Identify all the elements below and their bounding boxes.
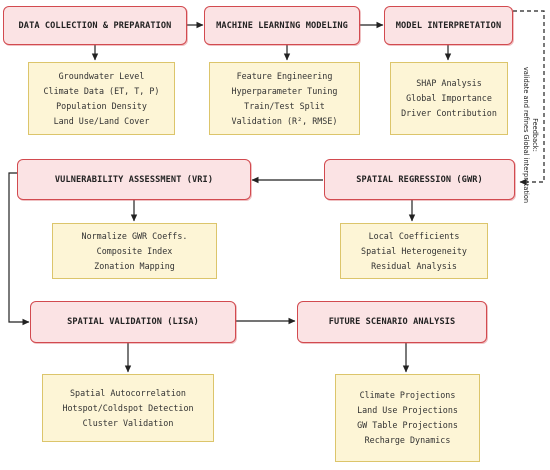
process-data-collection-label: DATA COLLECTION & PREPARATION <box>18 20 172 31</box>
details-ml-modeling: Feature Engineering Hyperparameter Tunin… <box>209 62 360 135</box>
process-vulnerability-assessment-label: VULNERABILITY ASSESSMENT (VRI) <box>54 174 214 185</box>
details-vulnerability-assessment: Normalize GWR Coeffs. Composite Index Zo… <box>52 223 217 279</box>
detail-item: Feature Engineering <box>236 70 333 81</box>
feedback-text: Feedback:validate and refines Global int… <box>521 67 539 203</box>
feedback-title: Feedback: <box>531 118 539 152</box>
feedback-label: Feedback:validate and refines Global int… <box>510 67 550 203</box>
detail-item: Climate Projections <box>359 390 456 400</box>
detail-item: Normalize GWR Coeffs. <box>81 230 188 241</box>
process-future-scenario-label: FUTURE SCENARIO ANALYSIS <box>328 317 456 327</box>
detail-item: GW Table Projections <box>357 420 458 430</box>
detail-item: Recharge Dynamics <box>364 435 451 445</box>
details-model-interpretation: SHAP Analysis Global Importance Driver C… <box>390 62 508 135</box>
process-spatial-validation: SPATIAL VALIDATION (LISA) <box>30 301 236 343</box>
process-spatial-regression-label: SPATIAL REGRESSION (GWR) <box>356 174 483 185</box>
process-data-collection: DATA COLLECTION & PREPARATION <box>3 6 187 45</box>
process-future-scenario: FUTURE SCENARIO ANALYSIS <box>297 301 487 343</box>
process-model-interpretation: MODEL INTERPRETATION <box>384 6 513 45</box>
detail-item: Global Importance <box>406 93 492 103</box>
detail-item: Population Density <box>56 100 147 111</box>
arrow-vulnerability-to-validation <box>8 172 30 326</box>
process-spatial-regression: SPATIAL REGRESSION (GWR) <box>324 159 515 200</box>
detail-item: Cluster Validation <box>82 417 174 428</box>
detail-item: Composite Index <box>96 245 173 256</box>
process-model-interpretation-label: MODEL INTERPRETATION <box>395 20 502 31</box>
detail-item: Residual Analysis <box>371 260 457 271</box>
detail-item: Spatial Heterogeneity <box>361 245 467 256</box>
process-ml-modeling-label: MACHINE LEARNING MODELING <box>216 20 348 31</box>
feedback-description: validate and refines Global interpretati… <box>522 66 530 204</box>
detail-item: Groundwater Level <box>58 70 145 81</box>
process-vulnerability-assessment: VULNERABILITY ASSESSMENT (VRI) <box>17 159 251 200</box>
details-spatial-regression: Local Coefficients Spatial Heterogeneity… <box>340 223 488 279</box>
details-data-collection: Groundwater Level Climate Data (ET, T, P… <box>28 62 175 135</box>
detail-item: Zonation Mapping <box>94 260 175 271</box>
detail-item: Land Use Projections <box>357 405 458 415</box>
detail-item: Validation (R², RMSE) <box>231 115 338 126</box>
process-spatial-validation-label: SPATIAL VALIDATION (LISA) <box>67 317 199 327</box>
detail-item: Climate Data (ET, T, P) <box>43 85 160 96</box>
detail-item: Hyperparameter Tuning <box>231 85 338 96</box>
details-spatial-validation: Spatial Autocorrelation Hotspot/Coldspot… <box>42 374 214 442</box>
detail-item: Land Use/Land Cover <box>53 115 150 126</box>
detail-item: Local Coefficients <box>368 230 460 241</box>
details-future-scenario: Climate Projections Land Use Projections… <box>335 374 480 462</box>
detail-item: Train/Test Split <box>244 100 325 111</box>
detail-item: SHAP Analysis <box>416 78 482 88</box>
detail-item: Hotspot/Coldspot Detection <box>62 402 194 413</box>
feedback-loop-line <box>513 10 545 186</box>
process-ml-modeling: MACHINE LEARNING MODELING <box>204 6 360 45</box>
detail-item: Spatial Autocorrelation <box>70 387 186 398</box>
detail-item: Driver Contribution <box>401 108 497 118</box>
